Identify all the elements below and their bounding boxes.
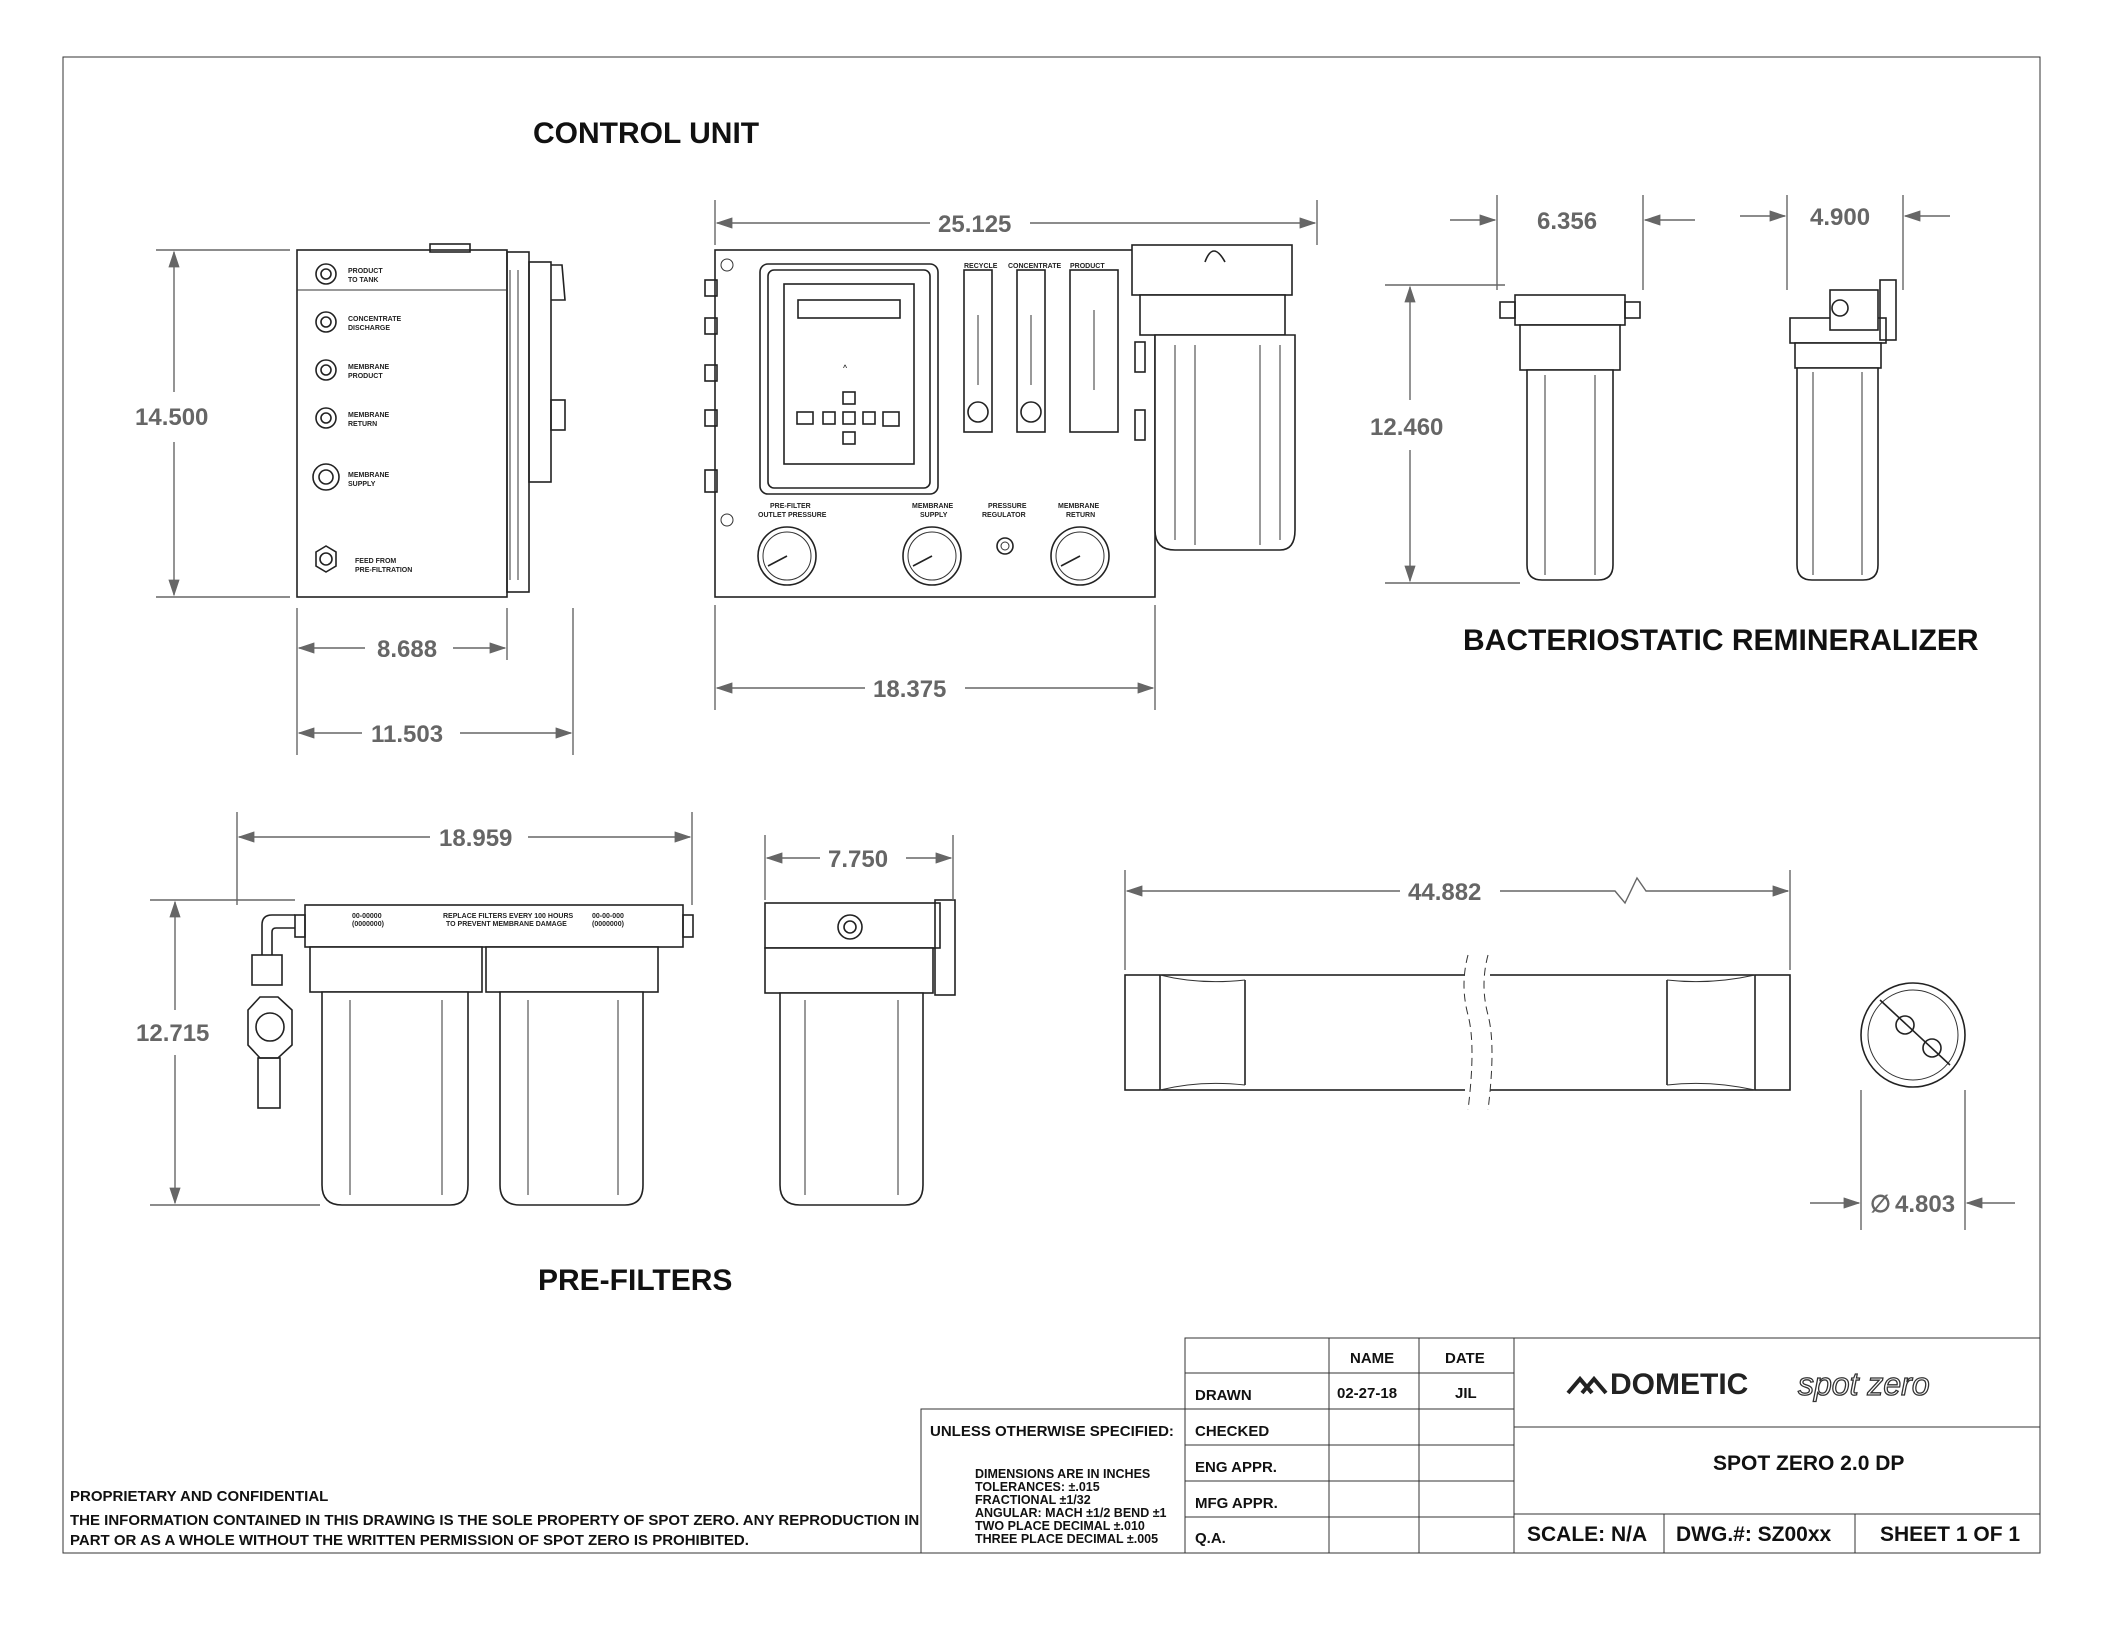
notice-line2: PART OR AS A WHOLE WITHOUT THE WRITTEN P… — [70, 1532, 749, 1549]
dim-pf-height: 12.715 — [136, 1020, 209, 1047]
dometic-logo-text: DOMETIC — [1610, 1368, 1748, 1401]
tb-row-checked-label: CHECKED — [1195, 1423, 1269, 1440]
tb-row-drawn-name: 02-27-18 — [1337, 1385, 1397, 1402]
tb-tol-5: THREE PLACE DECIMAL ±.005 — [975, 1532, 1158, 1546]
gauge3-label-b: RETURN — [1066, 512, 1095, 519]
spotzero-logo: spot zero — [1797, 1365, 1930, 1402]
tb-tol-3: ANGULAR: MACH ±1/2 BEND ±1 — [975, 1506, 1167, 1520]
tb-unless: UNLESS OTHERWISE SPECIFIED: — [930, 1423, 1174, 1440]
flow-label-3: PRODUCT — [1070, 263, 1105, 270]
tb-name-header: NAME — [1350, 1350, 1394, 1367]
membrane-views: 44.882 ∅ 4.803 — [1124, 870, 2015, 1230]
menu-icon-glyph: ^ — [843, 364, 847, 372]
proprietary-notice: PROPRIETARY AND CONFIDENTIAL THE INFORMA… — [70, 1488, 919, 1549]
pf-label-center-b: TO PREVENT MEMBRANE DAMAGE — [446, 921, 567, 928]
gauge1-label-b: OUTLET PRESSURE — [758, 512, 827, 519]
dim-cu-depth-inner: 8.688 — [377, 636, 437, 663]
tb-tol-4: TWO PLACE DECIMAL ±.010 — [975, 1519, 1145, 1533]
bacteriostatic-title: BACTERIOSTATIC REMINERALIZER — [1463, 624, 1979, 657]
dim-pf-side-width: 7.750 — [828, 846, 888, 873]
prefilters-views: 00-00000 (0000000) REPLACE FILTERS EVERY… — [136, 812, 956, 1297]
port-product-to-tank — [315, 263, 337, 285]
side-label-4a: MEMBRANE — [348, 412, 390, 419]
pf-label-left-b: (0000000) — [352, 921, 384, 928]
side-label-2a: CONCENTRATE — [348, 316, 401, 323]
side-label-6b: PRE-FILTRATION — [355, 567, 412, 574]
tb-scale: SCALE: N/A — [1527, 1523, 1647, 1546]
flow-label-1: RECYCLE — [964, 263, 998, 270]
control-unit-title: CONTROL UNIT — [533, 117, 759, 150]
side-label-2b: DISCHARGE — [348, 325, 390, 332]
side-label-5a: MEMBRANE — [348, 472, 390, 479]
tb-drawing-title: SPOT ZERO 2.0 DP — [1713, 1452, 1904, 1475]
gauge1-label-a: PRE-FILTER — [770, 503, 811, 510]
pf-label-center-a: REPLACE FILTERS EVERY 100 HOURS — [443, 913, 574, 920]
regulator-label-a: PRESSURE — [988, 503, 1027, 510]
dim-cu-height: 14.500 — [135, 404, 208, 431]
dim-membrane-length: 44.882 — [1408, 879, 1481, 906]
tb-row-drawn-date: JIL — [1455, 1385, 1477, 1402]
dim-cu-panel-width: 18.375 — [873, 676, 946, 703]
notice-line1: THE INFORMATION CONTAINED IN THIS DRAWIN… — [70, 1512, 919, 1529]
pf-label-left-a: 00-00000 — [352, 913, 382, 920]
dim-br-height: 12.460 — [1370, 414, 1443, 441]
tb-row-eng-label: ENG APPR. — [1195, 1459, 1277, 1476]
dim-pf-width: 18.959 — [439, 825, 512, 852]
tb-sheet: SHEET 1 OF 1 — [1880, 1523, 2020, 1546]
bacteriostatic-remineralizer-views: 6.356 4.900 12.460 BACTERIOSTATIC REMINE… — [1370, 195, 1979, 657]
dim-br-side-width: 4.900 — [1810, 204, 1870, 231]
port-membrane-return — [315, 407, 337, 429]
regulator-label-b: REGULATOR — [982, 512, 1026, 519]
side-label-4b: RETURN — [348, 421, 377, 428]
gauge2-label-b: SUPPLY — [920, 512, 948, 519]
dim-membrane-diameter: 4.803 — [1895, 1191, 1955, 1218]
tb-row-qa-label: Q.A. — [1195, 1530, 1226, 1547]
side-label-3b: PRODUCT — [348, 373, 383, 380]
title-block: NAME DATE DRAWN 02-27-18 JIL CHECKED ENG… — [920, 1337, 2041, 1554]
pf-label-right-b: (0000000) — [592, 921, 624, 928]
port-concentrate — [315, 311, 337, 333]
prefilters-title: PRE-FILTERS — [538, 1264, 732, 1297]
dim-cu-width: 25.125 — [938, 211, 1011, 238]
control-unit-side-view: CONTROL UNIT PRODUCT TO TANK CONCENTRATE… — [135, 117, 759, 755]
dim-membrane-diameter-sym: ∅ — [1870, 1191, 1891, 1218]
tb-row-mfg-label: MFG APPR. — [1195, 1495, 1278, 1512]
side-label-3a: MEMBRANE — [348, 364, 390, 371]
gauge3-label-a: MEMBRANE — [1058, 503, 1100, 510]
port-membrane-supply — [312, 463, 340, 491]
side-label-6a: FEED FROM — [355, 558, 396, 565]
port-feed — [315, 545, 337, 573]
port-membrane-product — [315, 359, 337, 381]
tb-dwg: DWG.#: SZ00xx — [1676, 1523, 1832, 1546]
dometic-logo: DOMETIC — [1566, 1368, 1748, 1401]
tb-tol-0: DIMENSIONS ARE IN INCHES — [975, 1467, 1150, 1481]
tb-tol-1: TOLERANCES: ±.015 — [975, 1480, 1100, 1494]
control-unit-front-view: ^ RECYCLE CONCENTRATE PRODUCT PRE-FILTE — [704, 200, 1318, 710]
notice-heading: PROPRIETARY AND CONFIDENTIAL — [70, 1488, 328, 1505]
side-label-5b: SUPPLY — [348, 481, 376, 488]
dim-cu-depth-outer: 11.503 — [371, 721, 443, 748]
gauge2-label-a: MEMBRANE — [912, 503, 954, 510]
tb-date-header: DATE — [1445, 1350, 1485, 1367]
dim-br-width: 6.356 — [1537, 208, 1597, 235]
side-label-1a: PRODUCT — [348, 268, 383, 275]
tb-tol-2: FRACTIONAL ±1/32 — [975, 1493, 1091, 1507]
flow-label-2: CONCENTRATE — [1008, 263, 1061, 270]
pf-label-right-a: 00-00-000 — [592, 913, 624, 920]
side-label-1b: TO TANK — [348, 277, 378, 284]
tb-row-drawn-label: DRAWN — [1195, 1387, 1252, 1404]
spotzero-logo-text: spot zero — [1798, 1366, 1930, 1402]
